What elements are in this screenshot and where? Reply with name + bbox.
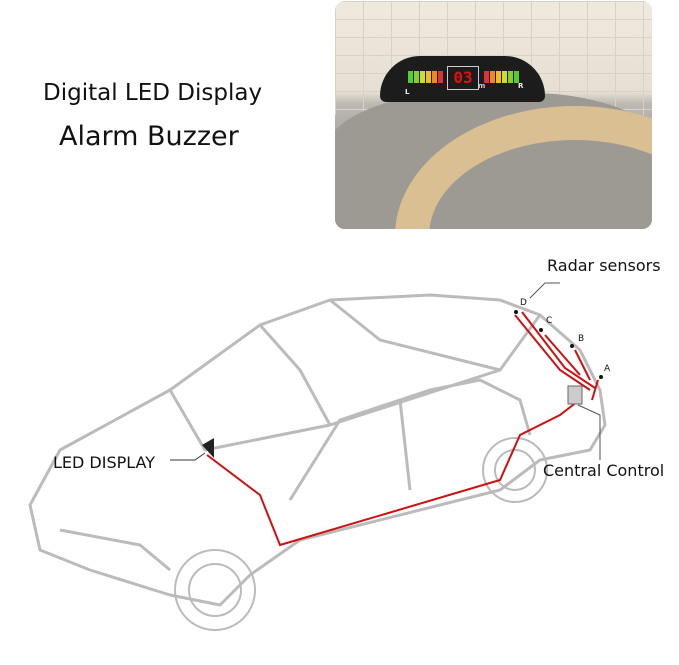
car-wiring-diagram: Radar sensors Central Control LED DISPLA… <box>0 240 679 661</box>
central-control-label: Central Control <box>543 461 665 480</box>
car-outline <box>28 282 607 631</box>
dashboard-photo: 03 m L R <box>335 1 652 229</box>
sensor-label-a: A <box>604 364 611 374</box>
radar-sensors-label: Radar sensors <box>547 256 661 275</box>
distance-digits: 03 <box>447 66 479 90</box>
sensor-label-c: C <box>546 316 553 326</box>
heading-digital-led-display: Digital LED Display <box>43 80 263 106</box>
sensor-label-b: B <box>578 334 585 344</box>
led-display-unit: 03 m L R <box>380 56 545 102</box>
led-display-label: LED DISPLAY <box>53 453 156 472</box>
sensor-label-d: D <box>520 298 527 308</box>
heading-alarm-buzzer: Alarm Buzzer <box>59 121 239 152</box>
